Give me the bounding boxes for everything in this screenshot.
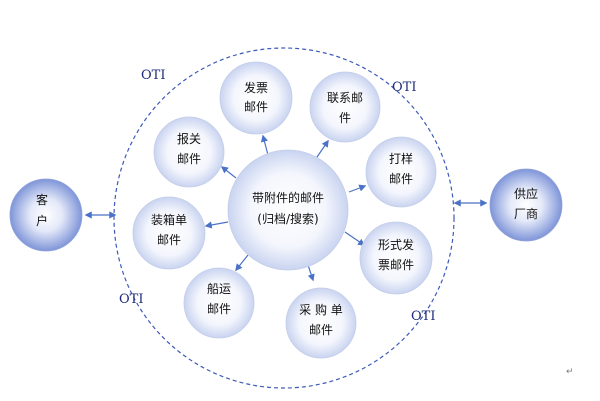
satellite-formal-bill-line2: 票邮件 bbox=[378, 258, 414, 272]
arrow-to-packing bbox=[204, 221, 229, 229]
oti-label-top-right: OTI bbox=[392, 80, 416, 95]
arrow-to-contact bbox=[314, 139, 329, 161]
satellite-invoice-line2: 邮件 bbox=[244, 100, 268, 114]
satellite-formal-bill: 形式发 票邮件 bbox=[359, 221, 433, 295]
satellite-packing: 装箱单 邮件 bbox=[132, 196, 206, 270]
arrow-to-shipping bbox=[235, 254, 249, 272]
satellite-customs-line2: 邮件 bbox=[177, 152, 201, 166]
customer-line1: 客 bbox=[36, 192, 48, 207]
paragraph-mark-icon: ↵ bbox=[566, 367, 574, 377]
center-hub-line1: 带附件的邮件 bbox=[252, 190, 324, 205]
oti-label-bottom-left: OTI bbox=[119, 292, 143, 307]
satellite-purchase-line2: 邮件 bbox=[309, 323, 333, 337]
satellite-purchase: 采 购 单 邮件 bbox=[285, 287, 357, 359]
arrows bbox=[204, 134, 367, 282]
arrow-to-formal-bill bbox=[344, 231, 366, 246]
customer-node: 客 户 bbox=[9, 178, 83, 252]
satellite-contact: 联系邮 件 bbox=[309, 71, 381, 143]
satellite-formal-bill-line1: 形式发 bbox=[378, 237, 414, 252]
satellite-proofing-line1: 打样 bbox=[389, 151, 413, 166]
center-hub-line2: (归档/搜索) bbox=[257, 211, 318, 226]
arrow-to-invoice bbox=[260, 134, 269, 156]
supplier-node: 供应 厂商 bbox=[489, 168, 563, 242]
satellite-proofing: 打样 邮件 bbox=[365, 136, 437, 208]
customer-line2: 户 bbox=[36, 213, 48, 228]
satellite-shipping-line1: 船运 bbox=[207, 282, 231, 296]
arrow-to-customs bbox=[220, 166, 237, 179]
satellite-packing-line1: 装箱单 bbox=[151, 212, 187, 227]
satellite-contact-line1: 联系邮 bbox=[327, 91, 363, 105]
satellite-contact-line2: 件 bbox=[339, 111, 351, 125]
satellite-packing-line2: 邮件 bbox=[157, 233, 181, 247]
satellite-customs: 报关 邮件 bbox=[153, 116, 225, 188]
arrow-to-purchase bbox=[307, 264, 315, 282]
satellite-shipping: 船运 邮件 bbox=[183, 267, 255, 339]
satellite-shipping-line2: 邮件 bbox=[207, 302, 231, 316]
supplier-line2: 厂商 bbox=[514, 206, 538, 221]
satellite-invoice-line1: 发票 bbox=[244, 80, 268, 95]
arrow-to-proofing bbox=[348, 184, 367, 193]
satellite-proofing-line2: 邮件 bbox=[389, 172, 413, 186]
satellite-purchase-line1: 采 购 单 bbox=[299, 302, 343, 317]
supplier-line1: 供应 bbox=[514, 186, 538, 201]
oti-label-bottom-right: OTI bbox=[411, 309, 435, 324]
oti-label-top-left: OTI bbox=[141, 68, 165, 83]
satellite-customs-line1: 报关 bbox=[177, 131, 201, 146]
center-hub: 带附件的邮件 (归档/搜索) bbox=[227, 149, 349, 271]
satellite-invoice: 发票 邮件 bbox=[219, 61, 293, 135]
